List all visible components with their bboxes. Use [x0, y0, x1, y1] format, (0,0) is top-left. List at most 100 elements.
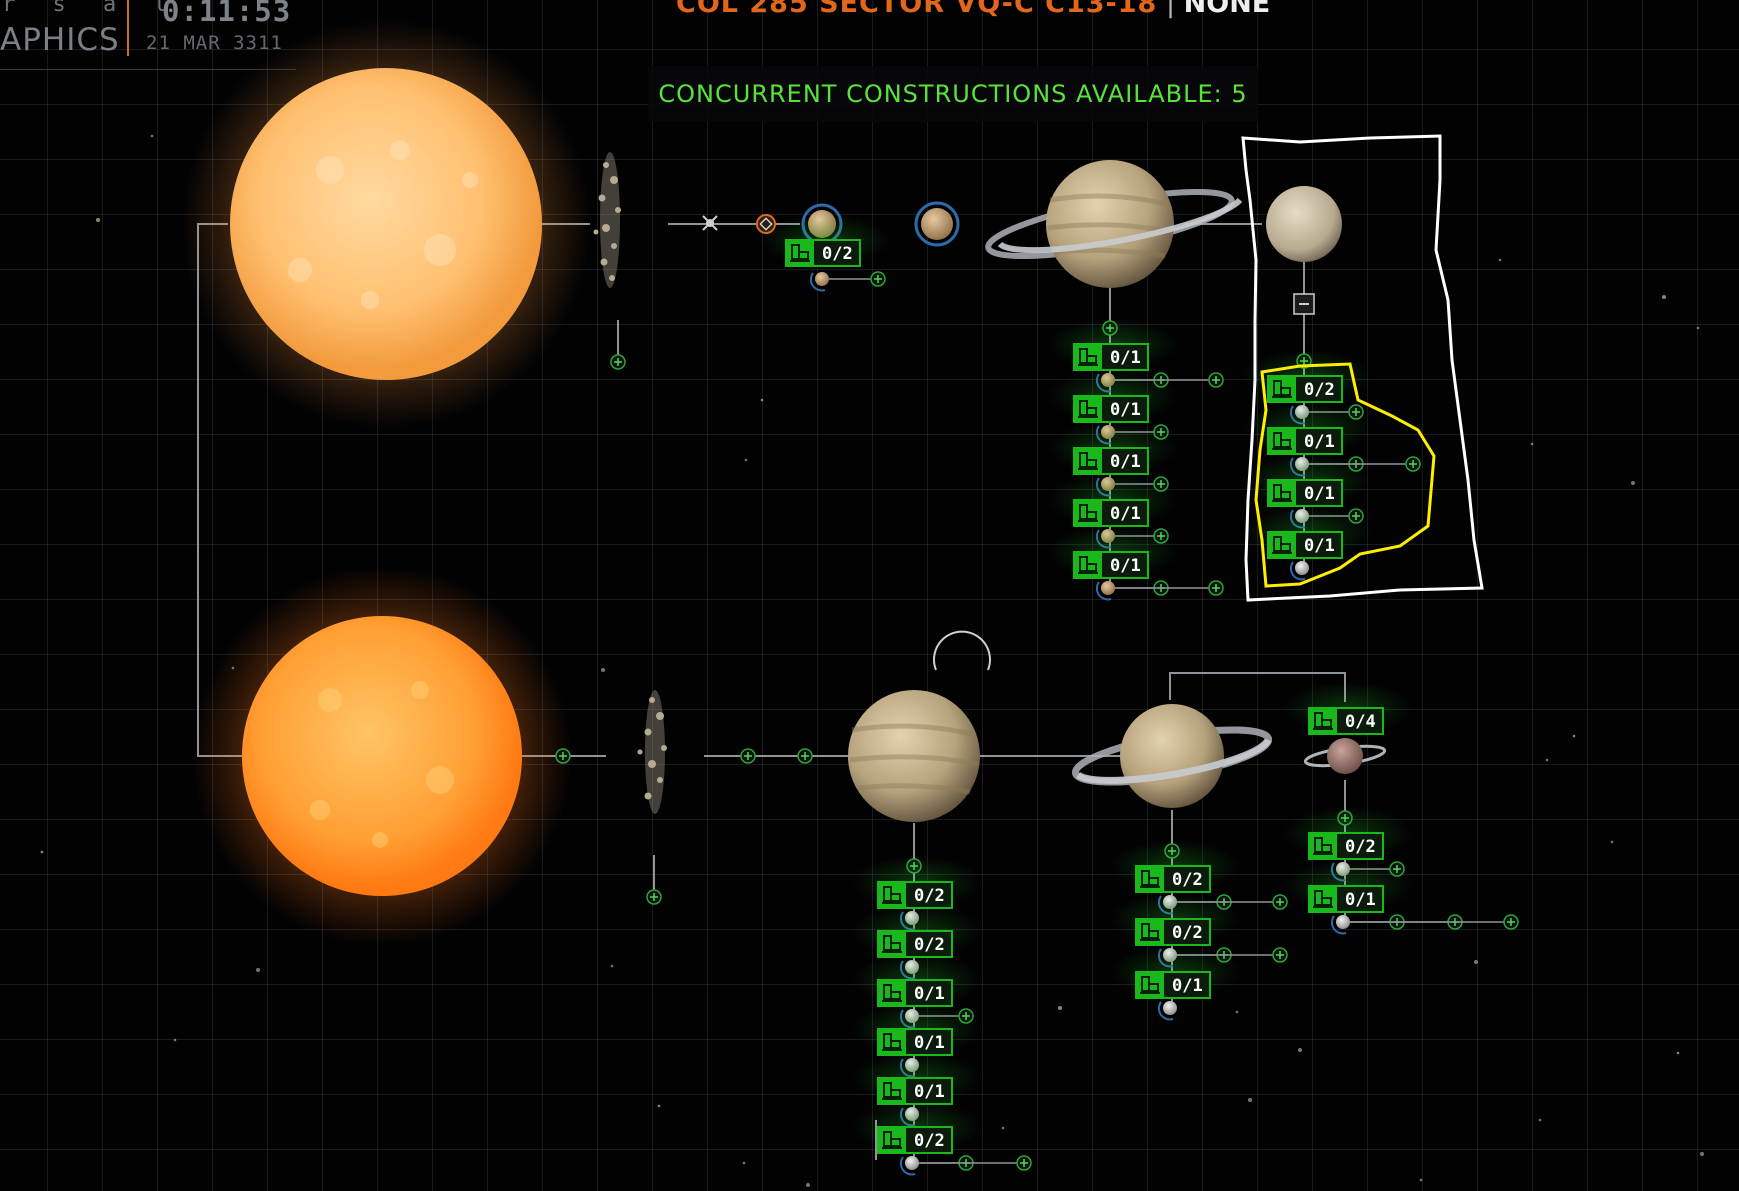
background-star	[1610, 840, 1614, 844]
nav-beacon-icon[interactable]	[702, 215, 718, 231]
background-star	[610, 964, 614, 968]
construction-slot-upper-moon[interactable]: 0/2	[760, 214, 890, 267]
background-star	[601, 668, 605, 672]
slot-count: 0/1	[1304, 432, 1335, 452]
background-star	[1631, 481, 1635, 485]
construction-slot-lower_gas_giant_a-0[interactable]: 0/2	[852, 856, 982, 909]
moon-lower_ringed_planet_moons-1[interactable]	[1330, 915, 1350, 935]
background-star	[256, 968, 260, 972]
background-star	[173, 1038, 177, 1042]
construction-slot-icon	[882, 886, 902, 904]
construction-slot-upper_gas_giant-3[interactable]: 0/1	[1048, 474, 1178, 527]
moon-highlighted_planet-3[interactable]	[1289, 561, 1309, 581]
construction-slot-icon	[1078, 400, 1098, 418]
brand-text-top: r s a l	[2, 0, 179, 17]
add-body-icon[interactable]	[646, 889, 662, 905]
construction-slot-highlighted_planet-3[interactable]: 0/1	[1242, 506, 1372, 559]
highlighted-planet[interactable]	[1266, 186, 1342, 262]
moon-lower_ringed_giant-2[interactable]	[1157, 1001, 1177, 1021]
add-body-icon[interactable]	[1208, 372, 1224, 388]
asteroid-belt-upper[interactable]	[593, 152, 622, 288]
construction-slot-lower_ringed_planet_moons-0[interactable]: 0/2	[1283, 807, 1413, 860]
background-star	[96, 218, 100, 222]
construction-slot-icon	[1078, 504, 1098, 522]
hud-clock-panel: r s a l APHICS 0:11:53 21 MAR 3311	[0, 0, 300, 72]
ringed-planet-lower-small[interactable]	[1303, 738, 1387, 774]
slot-count: 0/1	[1110, 556, 1141, 576]
construction-slot-upper_gas_giant-2[interactable]: 0/1	[1048, 422, 1178, 475]
add-body-icon[interactable]	[1503, 914, 1519, 930]
add-body-icon[interactable]	[555, 748, 571, 764]
slot-count: 0/1	[1172, 976, 1203, 996]
slot-count: 0/2	[914, 886, 945, 906]
construction-slot-lower_gas_giant_a-5[interactable]: 0/2	[852, 1101, 982, 1154]
constructions-banner: CONCURRENT CONSTRUCTIONS AVAILABLE: 5	[648, 66, 1258, 122]
gas-giant-lower-ringed[interactable]	[1071, 704, 1273, 808]
slot-count: 0/2	[1304, 380, 1335, 400]
background-star	[40, 850, 44, 854]
construction-slot-icon	[882, 935, 902, 953]
construction-slot-lower_ringed_giant-0[interactable]: 0/2	[1110, 840, 1240, 893]
slot-count: 0/1	[914, 1033, 945, 1053]
background-star	[1538, 1118, 1542, 1122]
slot-count: 0/1	[1304, 536, 1335, 556]
slot-count: 0/1	[1110, 400, 1141, 420]
construction-slot-lower_gas_giant_a-2[interactable]: 0/1	[852, 954, 982, 1007]
slot-count: 0/2	[914, 935, 945, 955]
add-body-icon[interactable]	[870, 271, 886, 287]
add-body-icon[interactable]	[1016, 1155, 1032, 1171]
asteroid-belt-lower[interactable]	[637, 690, 668, 814]
add-body-icon[interactable]	[1405, 456, 1421, 472]
construction-slot-upper_gas_giant-4[interactable]: 0/1	[1048, 526, 1178, 579]
background-star	[1419, 1178, 1423, 1182]
construction-slot-lower_ringed_planet_moons-1[interactable]: 0/1	[1283, 860, 1413, 913]
star-primary[interactable]	[181, 19, 591, 429]
construction-slot-upper_gas_giant-0[interactable]: 0/1	[1048, 318, 1178, 371]
construction-slot-icon	[1140, 923, 1160, 941]
slot-count: 0/2	[1172, 870, 1203, 890]
small-planet-upper-2[interactable]	[914, 201, 960, 247]
background-star	[1530, 442, 1534, 446]
construction-slot-lower_gas_giant_a-4[interactable]: 0/1	[852, 1052, 982, 1105]
slot-count: 0/1	[1110, 348, 1141, 368]
gas-giant-lower-a[interactable]	[848, 690, 980, 822]
background-star	[1662, 295, 1666, 299]
background-star	[1001, 1126, 1005, 1130]
add-body-icon[interactable]	[740, 748, 756, 764]
station-icon-highlighted[interactable]	[1293, 293, 1315, 315]
add-body-icon[interactable]	[1272, 947, 1288, 963]
slot-count: 0/1	[914, 984, 945, 1004]
construction-slot-lower_ringed_giant-2[interactable]: 0/1	[1110, 946, 1240, 999]
add-body-icon[interactable]	[797, 748, 813, 764]
construction-slot-lower_gas_giant_a-3[interactable]: 0/1	[852, 1003, 982, 1056]
slot-count: 0/2	[914, 1131, 945, 1151]
construction-slot-lower-ringed-planet[interactable]: 0/4	[1283, 682, 1413, 735]
construction-slot-upper_gas_giant-1[interactable]: 0/1	[1048, 370, 1178, 423]
construction-slot-icon	[1313, 837, 1333, 855]
slot-count: 0/1	[1345, 890, 1376, 910]
moon-upper-1[interactable]	[809, 272, 829, 292]
orbit-marker-arc	[933, 630, 991, 671]
moon-upper_gas_giant-4[interactable]	[1095, 581, 1115, 601]
background-star	[1676, 1051, 1680, 1055]
add-body-icon[interactable]	[1208, 580, 1224, 596]
slot-count: 0/1	[1304, 484, 1335, 504]
slot-count: 0/2	[822, 244, 853, 264]
hud-underline	[0, 69, 296, 70]
background-star	[1248, 1098, 1252, 1102]
background-star	[150, 134, 154, 138]
background-star	[744, 458, 748, 462]
construction-slot-icon	[790, 244, 810, 262]
construction-slot-lower_ringed_giant-1[interactable]: 0/2	[1110, 893, 1240, 946]
construction-slot-lower_gas_giant_a-1[interactable]: 0/2	[852, 905, 982, 958]
background-star	[1058, 1006, 1062, 1010]
system-name: COL 285 SECTOR VQ-C C13-18	[676, 0, 1158, 19]
construction-slot-highlighted_planet-2[interactable]: 0/1	[1242, 454, 1372, 507]
background-star	[760, 398, 764, 402]
moon-lower_gas_giant_a-5[interactable]	[899, 1156, 919, 1176]
construction-slot-icon	[882, 1033, 902, 1051]
star-secondary[interactable]	[192, 566, 572, 946]
gas-giant-upper-ringed[interactable]	[984, 160, 1243, 288]
add-body-icon[interactable]	[610, 354, 626, 370]
construction-slot-icon	[1140, 870, 1160, 888]
